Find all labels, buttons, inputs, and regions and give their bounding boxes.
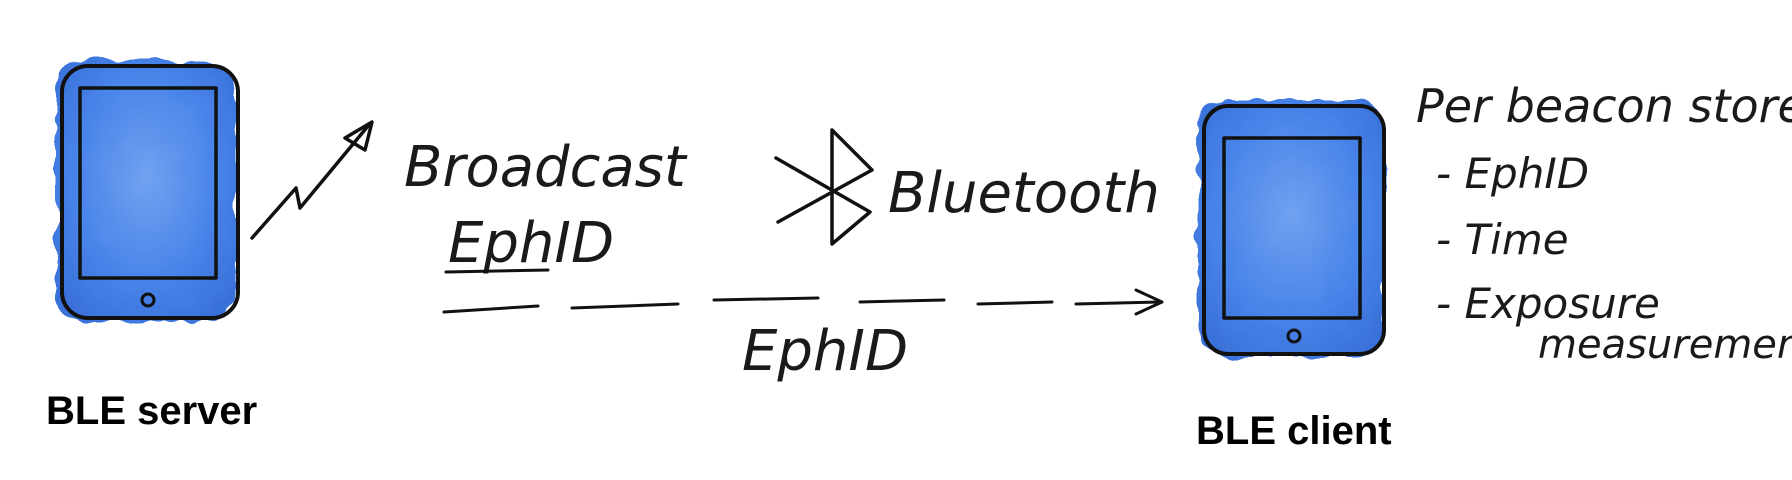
client-label: BLE client (1196, 409, 1392, 453)
client-device (1198, 100, 1386, 356)
store-item-time: - Time (1436, 215, 1569, 264)
broadcast-label: Broadcast (404, 135, 688, 200)
signal-arrow-icon (250, 120, 374, 240)
tablet-icon (56, 60, 240, 322)
bluetooth-label: Bluetooth (888, 161, 1160, 226)
link-ephid-label: EphID (742, 319, 908, 384)
server-device (56, 60, 240, 322)
tablet-icon (1198, 100, 1386, 356)
beacon-store-list: Per beacon store: - EphID - Time - Expos… (1416, 79, 1792, 368)
store-title: Per beacon store: (1416, 79, 1792, 133)
bluetooth-icon (774, 128, 874, 246)
server-label: BLE server (46, 389, 257, 433)
broadcast-ephid-label: EphID (448, 211, 614, 276)
store-item-measurement: measurement (1538, 322, 1792, 368)
dashed-arrow-icon (442, 288, 1164, 316)
ephid-underline (444, 268, 550, 274)
store-item-ephid: - EphID (1436, 149, 1589, 198)
store-item-exposure: - Exposure (1436, 279, 1660, 328)
